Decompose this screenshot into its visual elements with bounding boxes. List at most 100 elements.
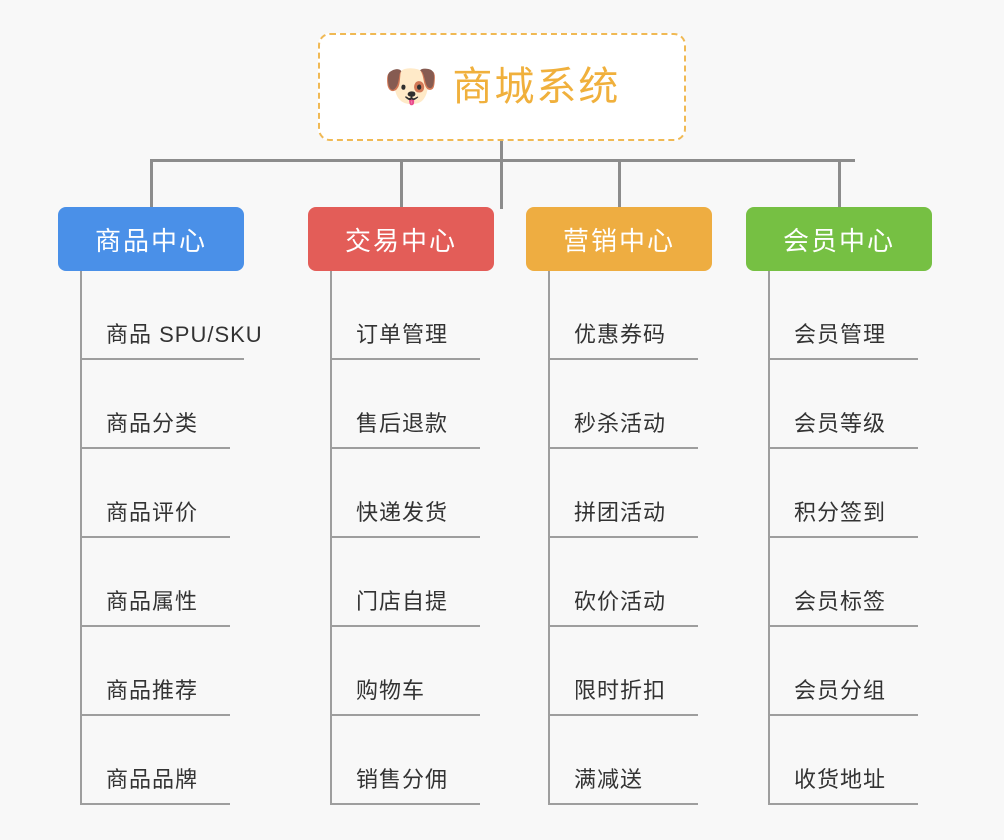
column-trade-center: 交易中心订单管理售后退款快递发货门店自提购物车销售分佣 xyxy=(308,207,494,805)
leaf-item-underline: 快递发货 xyxy=(330,495,480,538)
leaf-item-label: 限时折扣 xyxy=(574,678,667,703)
leaf-item-underline: 优惠券码 xyxy=(548,317,698,360)
leaf-item[interactable]: 满减送 xyxy=(526,716,712,805)
leaf-list-product-center: 商品 SPU/SKU 商品分类商品评价商品属性商品推荐商品品牌 xyxy=(58,271,262,805)
leaf-item-label: 快递发货 xyxy=(356,500,449,525)
leaf-item[interactable]: 售后退款 xyxy=(308,360,494,449)
leaf-item-label: 商品属性 xyxy=(106,589,199,614)
leaf-item-underline: 会员标签 xyxy=(768,584,918,627)
root-node-wrapper: 🐶 商城系统 xyxy=(0,33,1004,141)
leaf-item[interactable]: 砍价活动 xyxy=(526,538,712,627)
leaf-item[interactable]: 秒杀活动 xyxy=(526,360,712,449)
leaf-list-member-center: 会员管理会员等级积分签到会员标签会员分组收货地址 xyxy=(746,271,932,805)
leaf-item-underline: 购物车 xyxy=(330,673,480,716)
category-header-label: 商品中心 xyxy=(94,225,207,256)
shiba-dog-face-icon: 🐶 xyxy=(383,62,439,111)
leaf-item-underline: 商品 SPU/SKU xyxy=(80,317,262,360)
leaf-item[interactable]: 会员等级 xyxy=(746,360,932,449)
leaf-item-underline: 商品推荐 xyxy=(80,673,230,716)
leaf-item-label: 会员分组 xyxy=(794,678,887,703)
leaf-item-underline: 收货地址 xyxy=(768,762,918,805)
connector-drop-trade-center xyxy=(399,159,403,207)
leaf-item-label: 收货地址 xyxy=(794,767,887,792)
leaf-item-label: 会员标签 xyxy=(794,589,887,614)
leaf-item-label: 商品 SPU/SKU xyxy=(106,322,263,347)
leaf-item[interactable]: 会员标签 xyxy=(746,538,932,627)
leaf-spine xyxy=(768,271,770,805)
leaf-item-underline: 订单管理 xyxy=(330,317,480,360)
leaf-spine xyxy=(548,271,550,805)
leaf-item[interactable]: 商品属性 xyxy=(58,538,244,627)
leaf-item-underline: 秒杀活动 xyxy=(548,406,698,449)
leaf-item-label: 砍价活动 xyxy=(574,589,667,614)
column-marketing-center: 营销中心优惠券码秒杀活动拼团活动砍价活动限时折扣满减送 xyxy=(526,207,712,805)
leaf-item[interactable]: 商品推荐 xyxy=(58,627,244,716)
leaf-item-underline: 商品分类 xyxy=(80,406,230,449)
leaf-item-underline: 售后退款 xyxy=(330,406,480,449)
leaf-item-label: 购物车 xyxy=(356,678,426,703)
leaf-item-underline: 积分签到 xyxy=(768,495,918,538)
root-node-title: 商城系统 xyxy=(452,65,621,109)
category-header-product-center[interactable]: 商品中心 xyxy=(58,207,244,271)
category-header-label: 会员中心 xyxy=(782,225,895,256)
leaf-item-label: 拼团活动 xyxy=(574,500,667,525)
leaf-item[interactable]: 购物车 xyxy=(308,627,494,716)
root-node[interactable]: 🐶 商城系统 xyxy=(318,33,686,141)
leaf-item-underline: 会员管理 xyxy=(768,317,918,360)
leaf-item-underline: 商品品牌 xyxy=(80,762,230,805)
leaf-item[interactable]: 积分签到 xyxy=(746,449,932,538)
leaf-item-label: 商品评价 xyxy=(106,500,199,525)
leaf-item-label: 销售分佣 xyxy=(356,767,449,792)
leaf-item[interactable]: 商品分类 xyxy=(58,360,244,449)
leaf-item-label: 订单管理 xyxy=(356,322,449,347)
leaf-item-underline: 销售分佣 xyxy=(330,762,480,805)
column-product-center: 商品中心商品 SPU/SKU 商品分类商品评价商品属性商品推荐商品品牌 xyxy=(58,207,262,805)
leaf-spine xyxy=(330,271,332,805)
connector-root-stem xyxy=(500,141,503,209)
leaf-item-underline: 商品评价 xyxy=(80,495,230,538)
leaf-item[interactable]: 销售分佣 xyxy=(308,716,494,805)
connector-drop-product-center xyxy=(149,159,153,207)
leaf-item-underline: 会员分组 xyxy=(768,673,918,716)
leaf-item-label: 会员管理 xyxy=(794,322,887,347)
leaf-item[interactable]: 拼团活动 xyxy=(526,449,712,538)
leaf-item[interactable]: 商品品牌 xyxy=(58,716,244,805)
leaf-item-underline: 限时折扣 xyxy=(548,673,698,716)
column-member-center: 会员中心会员管理会员等级积分签到会员标签会员分组收货地址 xyxy=(746,207,932,805)
leaf-item-label: 商品推荐 xyxy=(106,678,199,703)
leaf-item[interactable]: 快递发货 xyxy=(308,449,494,538)
leaf-item[interactable]: 收货地址 xyxy=(746,716,932,805)
leaf-item[interactable]: 订单管理 xyxy=(308,271,494,360)
leaf-item-label: 秒杀活动 xyxy=(574,411,667,436)
category-header-label: 营销中心 xyxy=(562,225,675,256)
leaf-item-underline: 砍价活动 xyxy=(548,584,698,627)
leaf-item-label: 售后退款 xyxy=(356,411,449,436)
connector-horizontal-bus xyxy=(150,159,855,162)
leaf-item-label: 门店自提 xyxy=(356,589,449,614)
leaf-list-marketing-center: 优惠券码秒杀活动拼团活动砍价活动限时折扣满减送 xyxy=(526,271,712,805)
leaf-item[interactable]: 门店自提 xyxy=(308,538,494,627)
leaf-item-label: 商品分类 xyxy=(106,411,199,436)
category-header-member-center[interactable]: 会员中心 xyxy=(746,207,932,271)
leaf-item[interactable]: 会员分组 xyxy=(746,627,932,716)
category-header-marketing-center[interactable]: 营销中心 xyxy=(526,207,712,271)
category-columns: 商品中心商品 SPU/SKU 商品分类商品评价商品属性商品推荐商品品牌 交易中心订单… xyxy=(0,207,1004,840)
category-header-trade-center[interactable]: 交易中心 xyxy=(308,207,494,271)
leaf-item[interactable]: 商品 SPU/SKU xyxy=(58,271,262,360)
leaf-item-label: 满减送 xyxy=(574,767,644,792)
leaf-item-underline: 拼团活动 xyxy=(548,495,698,538)
leaf-item-label: 优惠券码 xyxy=(574,322,667,347)
leaf-list-trade-center: 订单管理售后退款快递发货门店自提购物车销售分佣 xyxy=(308,271,494,805)
leaf-item-underline: 会员等级 xyxy=(768,406,918,449)
leaf-item[interactable]: 商品评价 xyxy=(58,449,244,538)
leaf-item-underline: 满减送 xyxy=(548,762,698,805)
connector-drop-marketing-center xyxy=(617,159,621,207)
category-header-label: 交易中心 xyxy=(344,225,457,256)
leaf-item[interactable]: 会员管理 xyxy=(746,271,932,360)
leaf-item-underline: 门店自提 xyxy=(330,584,480,627)
leaf-item-label: 会员等级 xyxy=(794,411,887,436)
leaf-item-underline: 商品属性 xyxy=(80,584,230,627)
leaf-item[interactable]: 优惠券码 xyxy=(526,271,712,360)
leaf-item[interactable]: 限时折扣 xyxy=(526,627,712,716)
